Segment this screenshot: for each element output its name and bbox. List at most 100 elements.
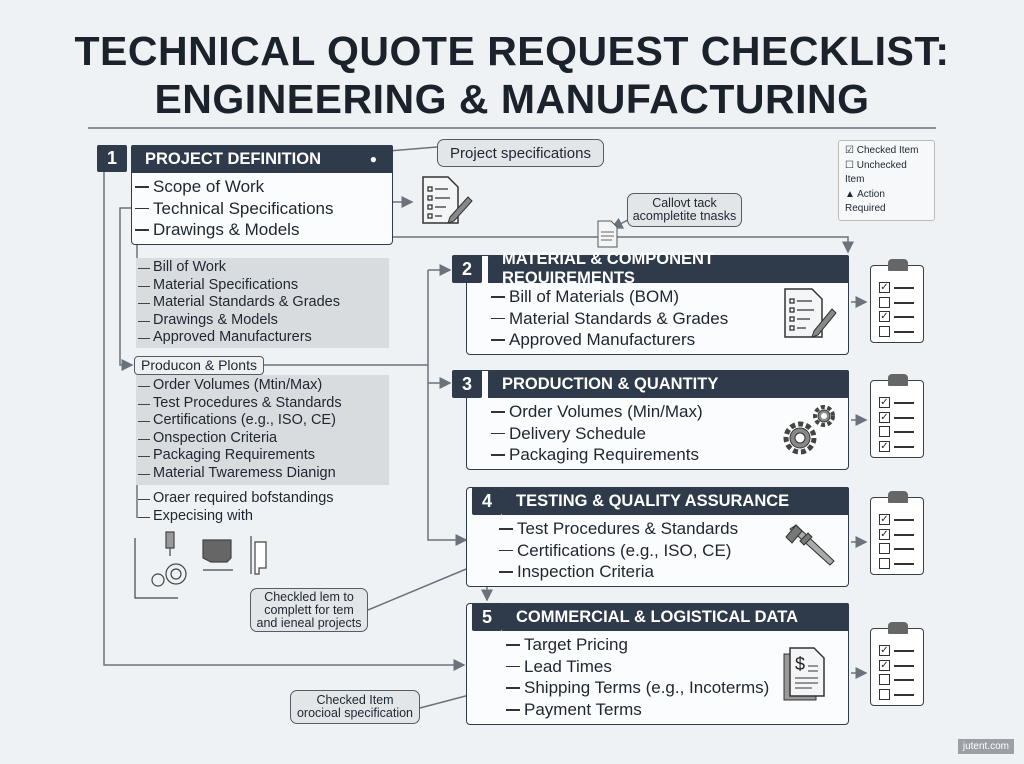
checklist-line bbox=[894, 416, 914, 419]
section-3-title: PRODUCTION & QUANTITY bbox=[488, 370, 849, 398]
title-divider bbox=[88, 127, 936, 129]
section-3-item: Order Volumes (Min/Max) bbox=[489, 401, 703, 422]
checklist-line bbox=[894, 431, 914, 433]
section-3-clipboard-icon: ✓ ✓ ✓ bbox=[870, 374, 924, 458]
manufacturing-illustration-icon bbox=[134, 531, 267, 599]
section-4-item: Certifications (e.g., ISO, CE) bbox=[497, 540, 731, 561]
checked-box-icon: ✓ bbox=[879, 514, 890, 525]
section-4-item: Test Procedures & Standards bbox=[497, 518, 738, 539]
section-5-item: Lead Times bbox=[504, 656, 612, 677]
section-1-number: 1 bbox=[97, 145, 127, 172]
section-3-number: 3 bbox=[452, 370, 482, 398]
side-list-item: Packaging Requirements bbox=[136, 447, 315, 465]
caliper-icon bbox=[785, 524, 835, 566]
section-1-item: Scope of Work bbox=[133, 176, 264, 197]
section-2-clipboard-icon: ✓✓ bbox=[870, 259, 924, 343]
clipboard-clip-icon bbox=[888, 374, 908, 386]
section-5-clipboard-icon: ✓✓ bbox=[870, 622, 924, 706]
side-list-item: Order Volumes (Mtin/Max) bbox=[136, 377, 322, 395]
section-5-item: Target Pricing bbox=[504, 634, 628, 655]
unchecked-box-icon bbox=[879, 325, 890, 337]
checked-box-icon: ✓ bbox=[879, 311, 890, 322]
side-subheader: Producon & Plonts bbox=[134, 356, 264, 375]
section-3-item: Delivery Schedule bbox=[489, 423, 646, 444]
page-title-line-2: ENGINEERING & MANUFACTURING bbox=[154, 76, 870, 122]
checklist-line bbox=[894, 330, 914, 333]
unchecked-box-icon bbox=[879, 543, 890, 554]
anchor-dot-icon: ● bbox=[369, 152, 377, 166]
section-4-clipboard-icon: ✓✓ bbox=[870, 491, 924, 575]
section-1-item: Drawings & Models bbox=[133, 219, 299, 240]
checklist-line bbox=[894, 548, 914, 550]
section-4-item: Inspection Criteria bbox=[497, 561, 654, 582]
svg-text:$: $ bbox=[795, 654, 805, 674]
unchecked-box-icon bbox=[879, 426, 890, 437]
section-2-number: 2 bbox=[452, 255, 482, 283]
watermark: jutent.com bbox=[957, 739, 1014, 754]
side-list-item: Drawings & Models bbox=[136, 312, 278, 330]
checked-box-icon: ✓ bbox=[879, 282, 890, 293]
legend: ☑ Checked Item ☐ Unchecked Item ▲ Action… bbox=[838, 140, 935, 221]
side-group-1-panel bbox=[136, 258, 389, 348]
side-list-item: Material Standards & Grades bbox=[136, 294, 340, 312]
section-1-title: PROJECT DEFINITION bbox=[145, 149, 322, 168]
side-list-item: Expecising with bbox=[136, 508, 253, 526]
checked-box-icon: ✓ bbox=[879, 411, 890, 423]
checklist-line bbox=[894, 650, 914, 652]
legend-unchecked: ☐ Unchecked Item bbox=[845, 159, 907, 186]
checklist-line bbox=[894, 402, 914, 404]
checklist-line bbox=[894, 519, 914, 521]
section-4-title: TESTING & QUALITY ASSURANCE bbox=[502, 487, 849, 515]
section-2-title: MATERIAL & COMPONENT REQUIREMENTS bbox=[488, 250, 849, 287]
section-5-title: COMMERCIAL & LOGISTICAL DATA bbox=[502, 603, 849, 631]
side-list-item: Test Procedures & Standards bbox=[136, 395, 342, 413]
clipboard-clip-icon bbox=[888, 259, 908, 271]
unchecked-box-icon bbox=[879, 688, 890, 700]
checked-box-icon: ✓ bbox=[879, 659, 890, 671]
unchecked-box-icon bbox=[879, 674, 890, 685]
checklist-line bbox=[894, 316, 914, 318]
checklist-line bbox=[894, 562, 914, 565]
side-list-item: Material Twaremess Dianign bbox=[136, 465, 336, 483]
side-list-item: Orаer required bofstandings bbox=[136, 490, 334, 508]
document-edit-icon bbox=[784, 288, 837, 338]
section-2-item: Bill of Materials (BOM) bbox=[489, 286, 679, 307]
section-3-item: Packaging Requirements bbox=[489, 444, 699, 465]
section-4-number: 4 bbox=[472, 487, 502, 515]
section-5-number: 5 bbox=[472, 603, 502, 631]
checked-box-icon: ✓ bbox=[879, 528, 890, 540]
gears-icon bbox=[783, 405, 835, 455]
side-list-item: Certifications (e.g., ISO, CE) bbox=[136, 412, 336, 430]
page-title-line-1: TECHNICAL QUOTE REQUEST CHECKLIST: bbox=[74, 28, 950, 74]
section-1-item: Technical Specifications bbox=[133, 198, 333, 219]
checklist-line bbox=[894, 693, 914, 696]
legend-action: ▲ Action Required bbox=[845, 188, 886, 215]
clipboard-clip-icon bbox=[888, 622, 908, 634]
callout-project-specifications: Project specifications bbox=[437, 139, 604, 167]
checklist-line bbox=[894, 533, 914, 536]
side-list-item: Approved Manufacturers bbox=[136, 329, 312, 347]
checklist-line bbox=[894, 445, 914, 448]
section-2-item: Material Standards & Grades bbox=[489, 308, 728, 329]
checklist-document-icon bbox=[422, 176, 473, 224]
section-1-header: PROJECT DEFINITION ● bbox=[131, 145, 393, 173]
clipboard-clip-icon bbox=[888, 491, 908, 503]
side-list-item: Onspection Criteria bbox=[136, 430, 277, 448]
checked-box-icon: ✓ bbox=[879, 397, 890, 408]
checklist-line bbox=[894, 287, 914, 289]
small-document-icon bbox=[597, 220, 618, 248]
checked-box-icon: ✓ bbox=[879, 645, 890, 656]
side-list-item: Material Specifications bbox=[136, 277, 298, 295]
section-5-item: Payment Terms bbox=[504, 699, 642, 720]
invoice-dollar-icon: $ bbox=[783, 647, 825, 701]
legend-checked: ☑ Checked Item bbox=[845, 145, 919, 156]
side-group-2-panel bbox=[136, 375, 389, 485]
checked-box-icon: ✓ bbox=[879, 440, 890, 452]
side-list-item: Bill of Work bbox=[136, 259, 226, 277]
unchecked-box-icon bbox=[879, 557, 890, 569]
checklist-line bbox=[894, 664, 914, 667]
